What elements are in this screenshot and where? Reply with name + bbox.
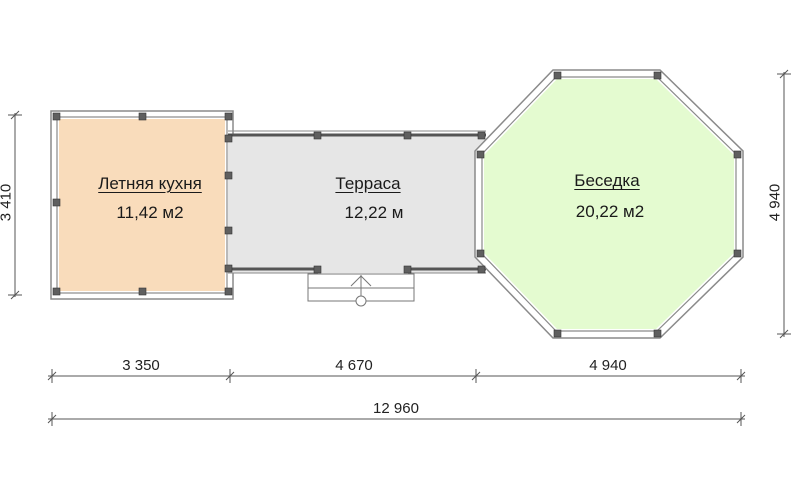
entrance-steps [307,273,415,307]
room-label-terrace: Терраса [335,174,401,193]
dimension-kitchen-width: 3 350 [122,357,160,374]
dimension-terrace-width: 4 670 [335,357,373,374]
room-gazebo [474,69,744,339]
dimension-lines [8,69,791,426]
room-area-summer-kitchen: 11,42 м2 [116,203,184,222]
room-area-gazebo: 20,22 м2 [575,202,645,221]
dimension-right-height: 4 940 [766,183,784,222]
dimension-total-width: 12 960 [373,400,419,417]
room-terrace [228,130,486,274]
room-label-gazebo: Беседка [574,171,640,190]
room-label-summer-kitchen: Летняя кухня [98,174,202,193]
dimension-gazebo-width: 4 940 [589,357,627,374]
posts [52,71,742,338]
room-area-terrace: 12,22 м [344,203,404,222]
dimension-left-height: 3 410 [0,183,15,222]
